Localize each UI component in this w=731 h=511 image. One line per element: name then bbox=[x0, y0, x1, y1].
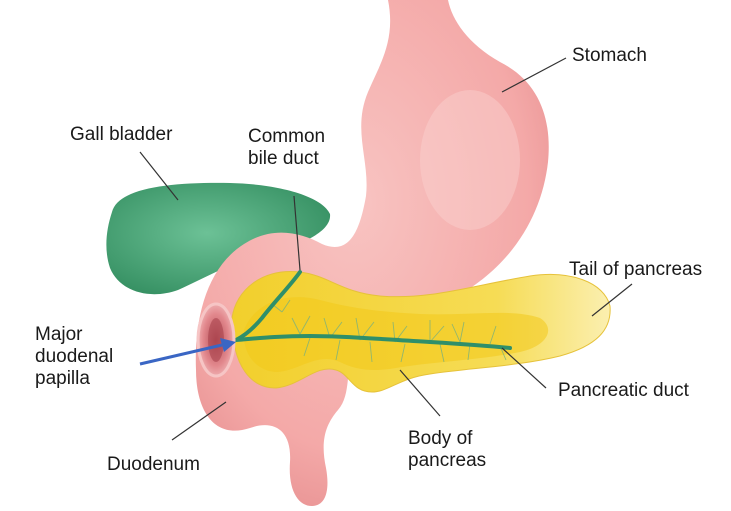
papilla-arrow bbox=[139, 338, 236, 366]
label-gall-bladder: Gall bladder bbox=[70, 124, 173, 145]
label-common-bile-duct: Common bile duct bbox=[248, 126, 326, 169]
gall-bladder-shape bbox=[106, 182, 331, 295]
leader-pancreatic-duct bbox=[501, 347, 547, 389]
leader-stomach bbox=[501, 57, 567, 93]
label-body-of-pancreas: Body of pancreas bbox=[408, 428, 487, 471]
pancreatic-duct-line bbox=[234, 333, 512, 350]
common-bile-duct-line bbox=[234, 270, 302, 342]
leader-tail-of-pancreas bbox=[591, 283, 633, 317]
label-stomach: Stomach bbox=[572, 45, 647, 66]
leader-body-of-pancreas bbox=[399, 369, 441, 417]
label-tail-of-pancreas: Tail of pancreas bbox=[569, 259, 703, 280]
leader-duodenum bbox=[171, 401, 227, 441]
label-pancreatic-duct: Pancreatic duct bbox=[558, 380, 689, 401]
stomach-shape bbox=[195, 0, 549, 506]
duct-branches bbox=[271, 299, 507, 363]
label-duodenum: Duodenum bbox=[107, 454, 200, 475]
leader-gall-bladder bbox=[139, 151, 179, 201]
leader-lines bbox=[139, 57, 633, 441]
label-major-duodenal-papilla: Major duodenal papilla bbox=[35, 324, 114, 389]
leader-common-bile-duct bbox=[293, 195, 301, 271]
